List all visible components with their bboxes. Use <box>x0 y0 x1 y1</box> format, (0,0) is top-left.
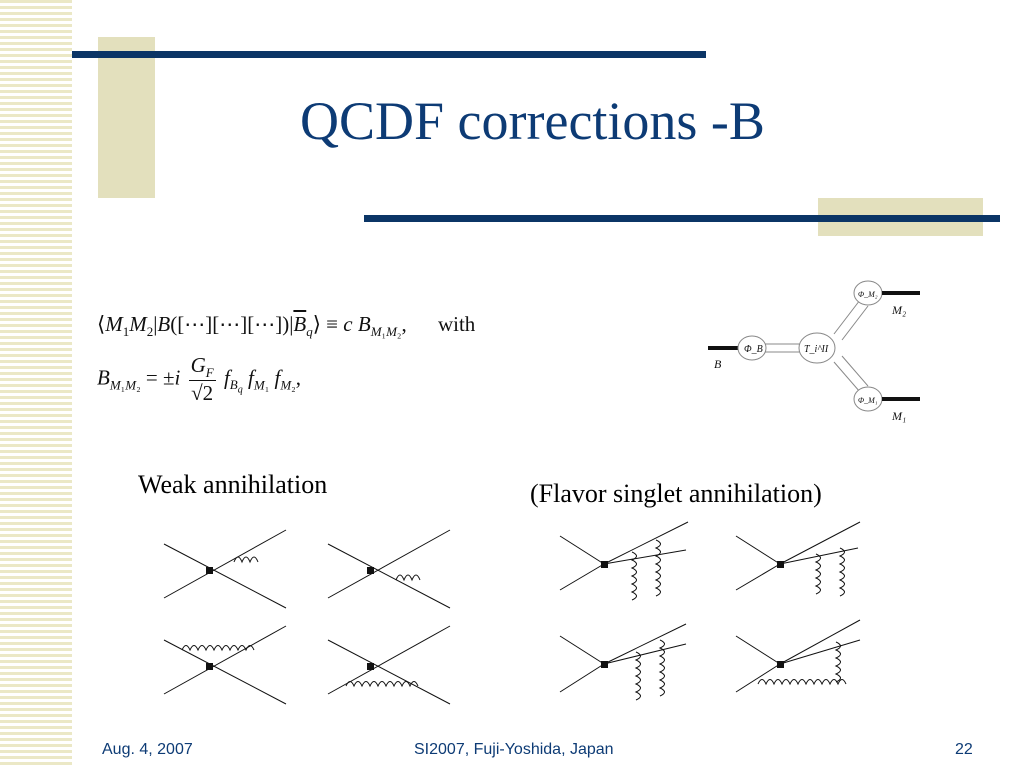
phi-b-text: Φ_B <box>744 344 763 355</box>
formula-line-1: ⟨M1M2|B([⋯][⋯][⋯])|Bq⟩ ≡ c BM₁M₂, with <box>97 312 476 339</box>
phi-b-node <box>737 335 767 361</box>
flavor-singlet-diagram-1 <box>559 521 689 601</box>
weak-annihilation-diagram-3 <box>163 625 287 705</box>
m2-label: M₂ <box>891 303 906 317</box>
flavor-singlet-label: (Flavor singlet annihilation) <box>530 479 822 508</box>
t-kernel-text: T_i^II <box>804 344 829 355</box>
footer-page-number: 22 <box>955 741 973 758</box>
factorization-diagram: Φ_B T_i^II Φ_M₂ Φ_M₁ B M₂ M₁ <box>708 280 920 423</box>
t-kernel-node <box>798 332 836 364</box>
bottom-rule <box>364 215 1000 222</box>
flavor-singlet-diagram-2 <box>735 521 861 597</box>
b-label: B <box>714 357 722 371</box>
top-rule <box>72 51 706 58</box>
weak-annihilation-diagram-2 <box>327 529 451 609</box>
formula-connector: with <box>437 312 476 336</box>
title-accent-block <box>98 37 155 198</box>
weak-annihilation-diagram-4 <box>327 625 451 705</box>
left-stripe-decoration <box>0 0 72 768</box>
m1-label: M₁ <box>891 409 906 423</box>
slide-title: QCDF corrections -B <box>300 91 765 151</box>
flavor-singlet-diagram-4 <box>735 619 861 693</box>
flavor-singlet-diagram-3 <box>559 623 687 701</box>
phi-m1-text: Φ_M₁ <box>858 396 878 405</box>
weak-annihilation-diagram-1 <box>163 529 287 609</box>
footer-venue: SI2007, Fuji-Yoshida, Japan <box>414 741 614 758</box>
footer-date: Aug. 4, 2007 <box>102 741 193 758</box>
weak-annihilation-label: Weak annihilation <box>138 470 328 499</box>
phi-m2-text: Φ_M₂ <box>858 290 878 299</box>
formula-line-2: BM₁M₂ = ±i GF√2 fBq fM₁ fM₂, <box>97 353 301 405</box>
